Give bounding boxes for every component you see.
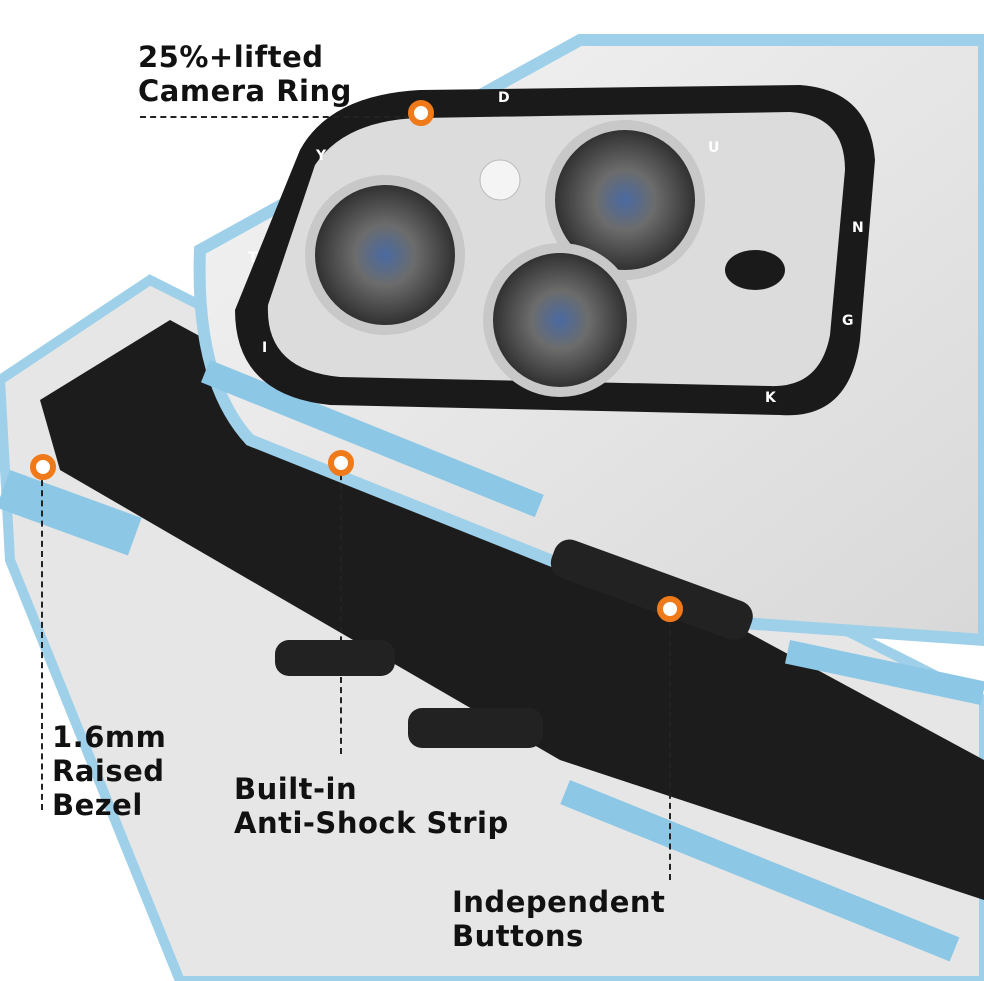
ring-letter: G	[842, 313, 854, 329]
side-button	[408, 708, 543, 748]
callout-text: 1.6mm	[52, 720, 167, 754]
callout-text: Built-in	[234, 772, 358, 806]
callout-text: Camera Ring	[138, 74, 352, 108]
callout-text: Bezel	[52, 788, 143, 822]
callout-text: Independent	[452, 885, 666, 919]
lidar-sensor	[725, 250, 785, 290]
ring-letter: K	[765, 390, 777, 406]
callout-text: 25%+lifted	[138, 40, 324, 74]
callout-text: Raised	[52, 754, 165, 788]
callout-marker	[328, 450, 354, 476]
lower-phone-screen	[40, 320, 984, 900]
callout-bezel: 1.6mm Raised Bezel	[52, 720, 166, 822]
side-button	[550, 539, 753, 640]
side-button	[275, 640, 395, 676]
callout-marker	[30, 454, 56, 480]
ring-letter: T	[248, 250, 258, 266]
flash	[479, 159, 521, 201]
callout-marker	[408, 100, 434, 126]
bezel-strip	[0, 470, 142, 556]
callout-text: Anti-Shock Strip	[234, 806, 509, 840]
camera-lens	[545, 120, 705, 280]
ring-letter: D	[498, 90, 510, 106]
callout-text: Buttons	[452, 919, 584, 953]
ring-letter: Y	[315, 148, 327, 164]
camera-lens	[483, 243, 637, 397]
ring-letter: N	[852, 220, 864, 236]
anti-shock-strip	[560, 780, 960, 962]
callout-camera-ring: 25%+lifted Camera Ring	[138, 40, 352, 108]
camera-lens	[305, 175, 465, 335]
ring-letter: U	[708, 140, 719, 156]
callout-strip: Built-in Anti-Shock Strip	[234, 772, 509, 840]
ring-letter: I	[262, 340, 267, 356]
anti-shock-strip	[785, 640, 984, 706]
callout-marker	[657, 596, 683, 622]
ring-letters: T Y D U N G K I	[248, 90, 864, 406]
callout-line	[41, 470, 43, 810]
callout-line	[340, 464, 342, 754]
anti-shock-strip	[201, 359, 544, 518]
callout-line	[140, 116, 410, 118]
callout-line	[669, 610, 671, 880]
callout-buttons: Independent Buttons	[452, 885, 665, 953]
